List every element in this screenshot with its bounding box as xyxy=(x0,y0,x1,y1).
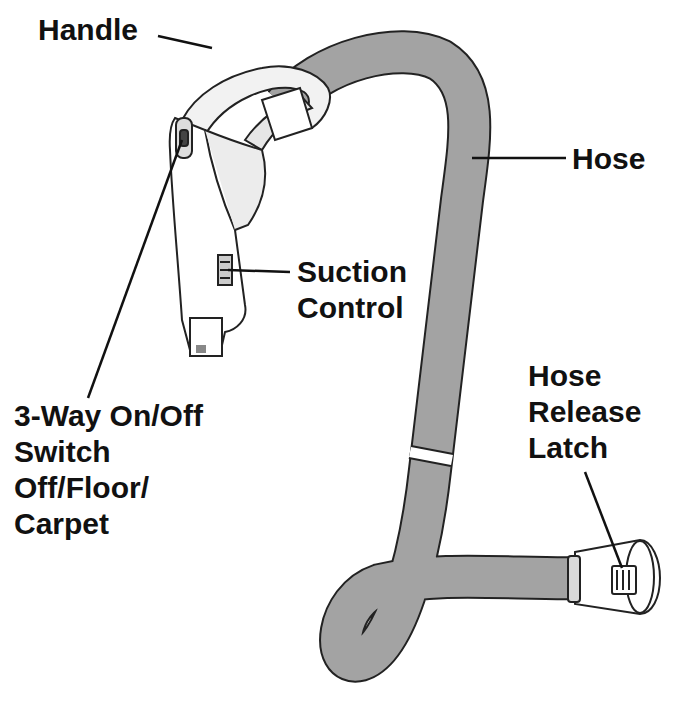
leader-lines xyxy=(88,36,622,568)
part-label: Handle xyxy=(38,12,198,48)
part-label: 3-Way On/Off Switch Off/Floor/ Carpet xyxy=(14,398,219,542)
leader-line xyxy=(585,472,622,568)
part-label: Hose Release Latch xyxy=(528,358,663,466)
part-label: Suction Control xyxy=(297,254,447,326)
leader-line xyxy=(88,140,182,398)
leader-line xyxy=(228,270,290,272)
hose-cuff xyxy=(568,540,660,614)
part-label: Hose xyxy=(572,141,672,177)
leader-line xyxy=(472,157,566,160)
hose xyxy=(285,52,585,660)
leader-line xyxy=(158,36,212,48)
